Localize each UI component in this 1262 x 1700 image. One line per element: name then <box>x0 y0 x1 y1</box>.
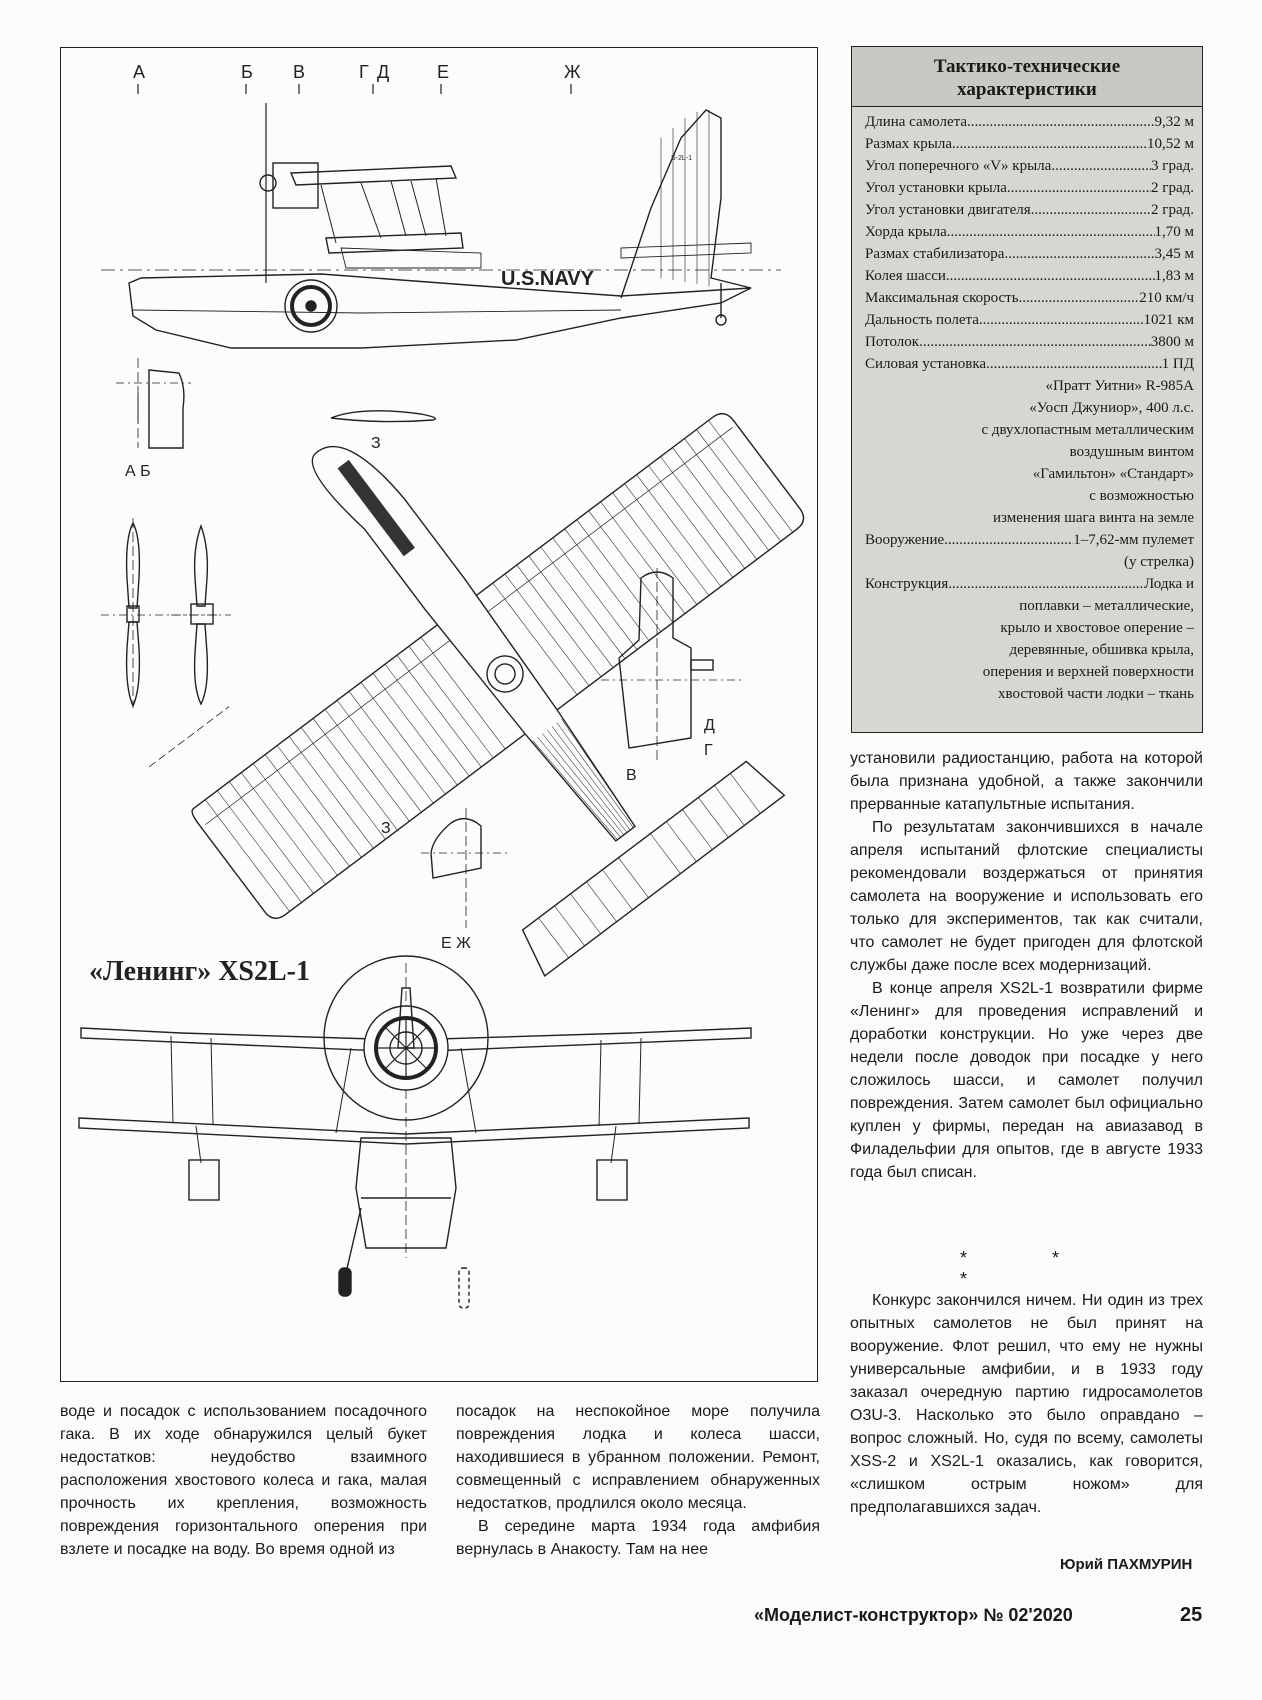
spec-row-armament: Вооружение1–7,62-мм пулемет <box>865 529 1194 551</box>
spec-row: Силовая установка1 ПД <box>865 353 1194 375</box>
hull-marking-text: U.S.NAVY <box>501 268 595 290</box>
spec-row: Длина самолета9,32 м <box>865 111 1194 133</box>
armament-description-line: (у стрелка) <box>1124 554 1194 570</box>
page-number: 25 <box>1180 1604 1203 1626</box>
spec-row: Максимальная скорость210 км/ч <box>865 287 1194 309</box>
propeller-front-view <box>101 518 221 708</box>
spec-row: Дальность полета1021 км <box>865 309 1194 331</box>
aircraft-title: «Ленинг» XS2L-1 <box>89 956 310 987</box>
spec-row: Хорда крыла1,70 м <box>865 221 1194 243</box>
specifications-title-line1: Тактико-технические <box>933 56 1121 77</box>
section-label-g: Г <box>704 742 713 759</box>
spec-row: Размах стабилизатора3,45 м <box>865 243 1194 265</box>
section-letter-v: В <box>293 62 305 82</box>
wing-section-label-z: З <box>381 820 391 837</box>
section-a-b: А Б <box>116 358 191 480</box>
propeller-side-view <box>171 523 231 706</box>
airfoil-label-z: З <box>371 435 381 452</box>
paragraph: посадок на неспокойное море получила пов… <box>456 1403 820 1512</box>
side-view: U.S.NAVY S-2L-1 <box>101 103 781 349</box>
spec-row-construction: КонструкцияЛодка и <box>865 573 1194 595</box>
section-letter-zh: Ж <box>564 62 581 82</box>
section-e-zh: Е Ж <box>421 808 511 952</box>
section-letter-b: Б <box>241 62 253 82</box>
engine-description-line: воздушным винтом <box>1069 444 1194 460</box>
specifications-title: Тактико-технические характеристики <box>852 47 1202 107</box>
spec-row: Колея шасси1,83 м <box>865 265 1194 287</box>
engine-description-line: «Гамильтон» «Стандарт» <box>1032 466 1194 482</box>
section-separator-stars: * * * <box>960 1248 1100 1289</box>
engine-description-line: с двухлопастным металлическим <box>981 422 1194 438</box>
spec-row: Угол поперечного «V» крыла3 град. <box>865 155 1194 177</box>
construction-description-line: поплавки – металлические, <box>1019 598 1194 614</box>
magazine-issue-footer: «Моделист-конструктор» № 02'2020 <box>754 1605 1073 1625</box>
paragraph: В конце апреля XS2L-1 возвратили фирме «… <box>850 980 1203 1181</box>
construction-description-line: деревянные, обшивка крыла, <box>1009 642 1194 658</box>
technical-drawing-frame: А Б В Г Д Е Ж <box>60 47 818 1382</box>
engine-description-line: «Пратт Уитни» R-985A <box>1045 378 1194 394</box>
section-ticks <box>137 84 572 94</box>
specifications-list: Длина самолета9,32 м Размах крыла10,52 м… <box>852 107 1202 705</box>
paragraph: В середине марта 1934 года амфибия верну… <box>456 1518 820 1558</box>
section-letter-g: Г <box>359 62 369 82</box>
bottom-middle-column-text: посадок на неспокойное море получила пов… <box>456 1400 820 1561</box>
spec-row: Размах крыла10,52 м <box>865 133 1194 155</box>
tail-marking-text: S-2L-1 <box>671 155 692 162</box>
engine-description-line: изменения шага винта на земле <box>993 510 1194 526</box>
spec-row: Угол установки двигателя2 град. <box>865 199 1194 221</box>
engine-description-line: с возможностью <box>1089 488 1194 504</box>
construction-description-line: крыло и хвостовое оперение – <box>1000 620 1194 636</box>
section-label-d: Д <box>704 717 715 734</box>
specifications-title-line2: характеристики <box>957 79 1097 100</box>
engine-description-line: «Уосп Джуниор», 400 л.с. <box>1029 400 1194 416</box>
construction-description-line: оперения и верхней поверхности <box>982 664 1194 680</box>
section-letter-d: Д <box>377 62 389 82</box>
section-v-g-d: В Д Г <box>601 568 741 784</box>
paragraph: установили радиостанцию, работа на котор… <box>850 750 1203 813</box>
construction-description-line: хвостовой части лодки – ткань <box>998 686 1194 702</box>
paragraph: По результатам закончившихся в начале ап… <box>850 819 1203 974</box>
section-letter-e: Е <box>437 62 449 82</box>
aircraft-three-view-drawing: А Б В Г Д Е Ж <box>78 62 805 1309</box>
section-letters: А Б В Г Д Е Ж <box>133 62 581 82</box>
paragraph: воде и посадок с использованием посадочн… <box>60 1403 427 1558</box>
section-label-v: В <box>626 767 637 784</box>
section-label-ab: А Б <box>125 463 151 480</box>
airfoil-section-z: З <box>330 410 436 452</box>
section-letter-a: А <box>133 62 145 82</box>
top-view <box>149 412 805 977</box>
front-view <box>78 955 752 1309</box>
article-author: Юрий ПАХМУРИН <box>1060 1556 1193 1573</box>
section-label-ezh: Е Ж <box>441 935 471 952</box>
bottom-left-column-text: воде и посадок с использованием посадочн… <box>60 1400 427 1561</box>
paragraph: Конкурс закончился ничем. Ни один из тре… <box>850 1292 1203 1516</box>
specifications-box: Тактико-технические характеристики Длина… <box>851 46 1203 733</box>
spec-row: Потолок3800 м <box>865 331 1194 353</box>
right-column-conclusion: Конкурс закончился ничем. Ни один из тре… <box>850 1289 1203 1519</box>
right-column-text: установили радиостанцию, работа на котор… <box>850 747 1203 1184</box>
spec-row: Угол установки крыла2 град. <box>865 177 1194 199</box>
